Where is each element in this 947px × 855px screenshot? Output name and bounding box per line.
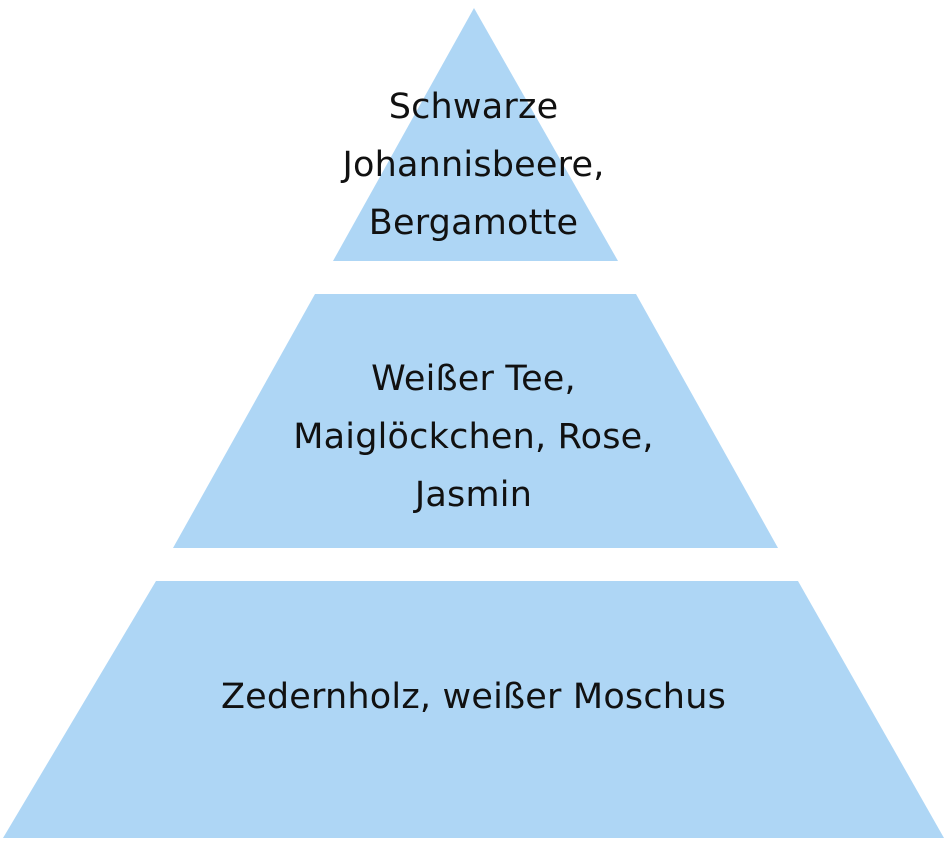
top-tier-line: Schwarze: [388, 87, 559, 127]
top-tier-line: Bergamotte: [368, 203, 579, 243]
pyramid-tier-bottom: [3, 581, 944, 838]
pyramid-tier-middle: [173, 294, 778, 548]
middle-tier-line: Maiglöckchen, Rose,: [293, 417, 654, 457]
middle-tier-label: Weißer Tee, Maiglöckchen, Rose, Jasmin: [0, 350, 947, 524]
bottom-tier-label: Zedernholz, weißer Moschus: [0, 668, 947, 726]
top-tier-line: Johannisbeere,: [342, 145, 605, 185]
middle-tier-line: Weißer Tee,: [371, 359, 576, 399]
middle-tier-line: Jasmin: [414, 475, 533, 515]
bottom-tier-line: Zedernholz, weißer Moschus: [220, 677, 727, 717]
pyramid-tier-top: [333, 8, 618, 261]
top-tier-label: Schwarze Johannisbeere, Bergamotte: [0, 78, 947, 252]
